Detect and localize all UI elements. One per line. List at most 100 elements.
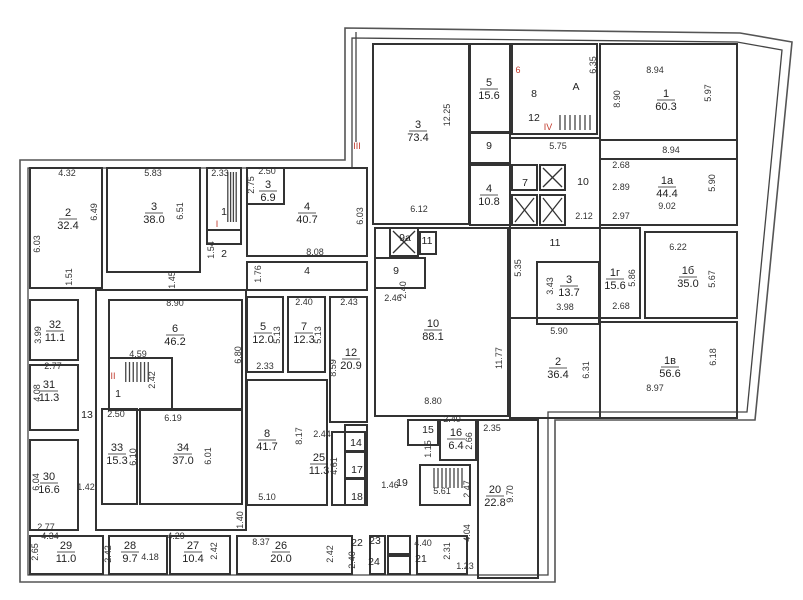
room-area: 6.4 — [448, 440, 463, 452]
elevator-icon — [542, 167, 563, 188]
room-number: 6 — [172, 323, 178, 335]
room-number: 1б — [682, 265, 694, 277]
dimension-label: 3.99 — [33, 326, 43, 344]
room-number: 3 — [566, 274, 572, 286]
room-number: 1а — [661, 175, 674, 187]
dimension-label: 2.77 — [44, 361, 62, 371]
dimension-label: 5.86 — [627, 269, 637, 287]
room-number: 31 — [43, 379, 55, 391]
dimension-label: 1.45 — [167, 271, 177, 289]
room-outline — [236, 535, 353, 575]
room-label: 11 — [550, 237, 561, 249]
room-area: 11.0 — [56, 553, 77, 565]
dimension-label: 2.97 — [612, 211, 630, 221]
room-label: 19 — [396, 477, 408, 489]
dimension-label: 2.50 — [258, 166, 276, 176]
dimension-label: 5.97 — [703, 84, 713, 102]
room-outline — [389, 227, 419, 257]
dimension-label: 6.18 — [708, 348, 718, 366]
room-area: 13.7 — [558, 287, 579, 299]
room-outline — [374, 227, 509, 417]
room-number: 3 — [415, 119, 421, 131]
room-outline — [287, 296, 326, 373]
dimension-label: 6.03 — [355, 207, 365, 225]
dimension-label: 4.04 — [462, 524, 472, 542]
dimension-label: 6.04 — [31, 473, 41, 491]
room-label: 1 — [221, 206, 227, 218]
room-label: 18 — [351, 491, 363, 503]
dimension-label: 6.35 — [588, 56, 598, 74]
dimension-label: 2.12 — [575, 211, 593, 221]
room-label: 23 — [369, 535, 381, 547]
room-number: 2 — [555, 356, 561, 368]
dimension-label: 2.44 — [313, 429, 331, 439]
room-label: 22 — [351, 537, 363, 549]
dimension-label: 8.97 — [646, 383, 664, 393]
room-number: 8 — [264, 428, 270, 440]
room-outline — [439, 419, 477, 461]
section-marker: II — [110, 371, 115, 381]
dimension-label: 5.83 — [144, 168, 162, 178]
room-area: 9.7 — [122, 553, 137, 565]
dimension-label: 2.33 — [211, 168, 229, 178]
dimension-label: 6.51 — [175, 202, 185, 220]
dimension-label: 5.13 — [313, 326, 323, 344]
section-marker: III — [353, 141, 361, 151]
room-area: 35.0 — [677, 278, 698, 290]
dimension-label: 2.40 — [443, 414, 461, 424]
room-outline — [477, 419, 539, 579]
room-label: 2 — [221, 248, 227, 260]
room-outline — [169, 535, 231, 575]
dimension-label: 8.94 — [662, 145, 680, 155]
dimension-label: 6.12 — [410, 204, 428, 214]
room-outline — [419, 231, 437, 255]
building-outline — [19, 27, 793, 583]
dimension-label: 1.54 — [206, 241, 216, 259]
room-outline — [139, 408, 243, 505]
dimension-label: 2.77 — [37, 522, 55, 532]
room-outline — [511, 194, 538, 226]
dimension-label: 3.43 — [545, 277, 555, 295]
room-area: 88.1 — [422, 331, 443, 343]
dimension-label: 2.66 — [464, 432, 474, 450]
dimension-label: 2.42 — [325, 545, 335, 563]
room-outline — [29, 364, 79, 431]
section-marker: I — [216, 219, 219, 229]
room-area: 22.8 — [484, 497, 505, 509]
dimension-label: 1.40 — [235, 511, 245, 529]
dimension-label: 2.40 — [347, 551, 357, 569]
room-outline — [369, 535, 386, 575]
room-outline — [29, 167, 103, 289]
elevator-icon — [542, 197, 563, 223]
room-number: 26 — [275, 540, 287, 552]
elevator-icon — [392, 230, 416, 254]
room-outline — [246, 261, 368, 291]
dimension-label: 2.31 — [442, 542, 452, 560]
dimension-label: 2.68 — [612, 160, 630, 170]
dimension-label: 6.10 — [128, 448, 138, 466]
dimension-label: 2.33 — [256, 361, 274, 371]
dimension-label: 1.42 — [77, 482, 95, 492]
room-number: 34 — [177, 442, 189, 454]
dimension-label: 12.25 — [442, 104, 452, 127]
room-label: 9 — [486, 140, 492, 152]
room-number: 5 — [486, 77, 492, 89]
dimension-label: 5.61 — [433, 486, 451, 496]
room-number: 33 — [111, 442, 123, 454]
room-outline — [419, 464, 471, 506]
room-outline — [599, 227, 641, 319]
dimension-label: 3.98 — [556, 302, 574, 312]
room-number: 28 — [124, 540, 136, 552]
room-area: 15.6 — [478, 90, 499, 102]
dimension-label: 8.94 — [646, 65, 664, 75]
room-outline — [374, 257, 426, 289]
room-area: 15.3 — [106, 455, 127, 467]
room-number: 2 — [65, 207, 71, 219]
room-area: 12.3 — [293, 334, 314, 346]
room-label: 11 — [422, 235, 433, 247]
room-area: 56.6 — [659, 368, 680, 380]
room-label: 9 — [393, 265, 399, 277]
room-outline — [387, 555, 411, 575]
inner-outline — [27, 37, 783, 576]
